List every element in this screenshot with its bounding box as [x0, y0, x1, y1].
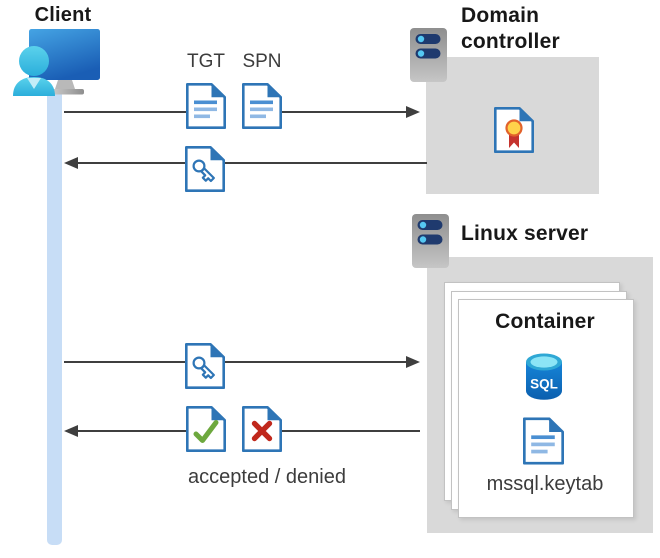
spn-label: SPN [242, 51, 282, 72]
keytab-label: mssql.keytab [486, 473, 604, 495]
flow1-arrowhead [406, 106, 420, 118]
tgt-document-icon [186, 83, 226, 129]
cross-document-icon [242, 406, 282, 452]
keytab-document-icon [523, 417, 564, 465]
sql-database-icon: SQL [526, 353, 562, 400]
client-label: Client [34, 4, 92, 26]
sql-label: SQL [530, 377, 558, 392]
container-card [458, 299, 634, 518]
container-title: Container [495, 310, 595, 333]
flow2-arrowhead [64, 157, 78, 169]
flow3-line [64, 361, 407, 363]
person-at-monitor-icon [13, 29, 100, 96]
flow4-line-right [282, 430, 420, 432]
domain-controller-server-icon [409, 27, 448, 83]
domain-controller-title: Domain controller [461, 4, 560, 53]
flow1-line-left [64, 111, 186, 113]
spn-document-icon [242, 83, 282, 129]
flow1-line-right [282, 111, 407, 113]
accepted-denied-label: accepted / denied [188, 466, 346, 488]
flow2-line [78, 162, 427, 164]
flow3-arrowhead [406, 356, 420, 368]
flow4-line-left [78, 430, 186, 432]
key-document-icon-request [185, 343, 225, 389]
key-document-icon-response [185, 146, 225, 192]
linux-server-icon [411, 213, 450, 269]
client-lifeline [47, 93, 62, 545]
linux-server-title: Linux server [461, 222, 589, 245]
certificate-document-icon [494, 107, 534, 153]
tgt-label: TGT [187, 51, 225, 72]
flow4-arrowhead [64, 425, 78, 437]
check-document-icon [186, 406, 226, 452]
